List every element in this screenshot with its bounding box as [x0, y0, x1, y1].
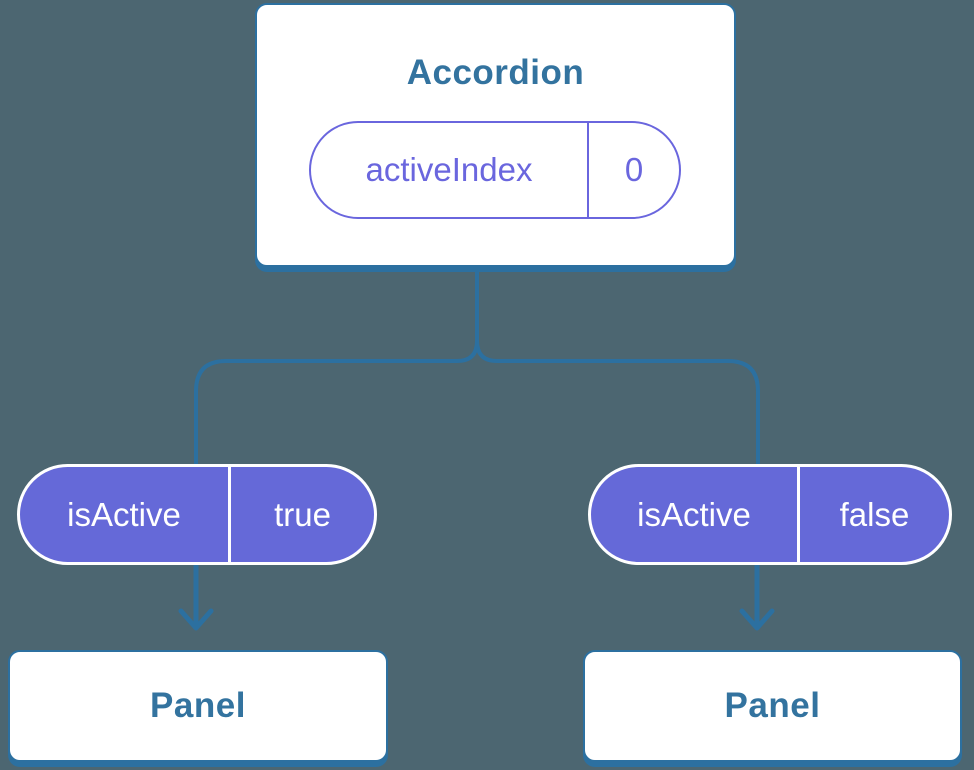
connector-root-to-left-child [194, 266, 479, 466]
accordion-title: Accordion [406, 53, 585, 92]
down-arrow-left-icon [178, 563, 214, 631]
prop-pill-divider [797, 467, 800, 562]
panel-component-card-left: Panel [8, 650, 388, 762]
prop-name-label: isActive [637, 495, 751, 533]
connector-root-to-right-child [475, 266, 760, 466]
panel-title: Panel [150, 686, 246, 725]
prop-value: false [839, 495, 910, 533]
panel-title: Panel [724, 686, 821, 725]
state-pill-divider [587, 123, 589, 217]
down-arrow-right-icon [739, 563, 775, 631]
prop-pill-left: isActive true [17, 464, 377, 565]
panel-component-card-right: Panel [583, 650, 962, 762]
prop-pill-right: isActive false [588, 464, 952, 565]
prop-value: true [274, 495, 331, 533]
prop-pill-divider [228, 467, 231, 562]
state-pill: activeIndex 0 [309, 121, 681, 219]
prop-name-label: isActive [67, 495, 181, 533]
state-name-label: activeIndex [365, 151, 533, 188]
state-value: 0 [624, 151, 644, 188]
accordion-component-card: Accordion activeIndex 0 [255, 3, 736, 267]
